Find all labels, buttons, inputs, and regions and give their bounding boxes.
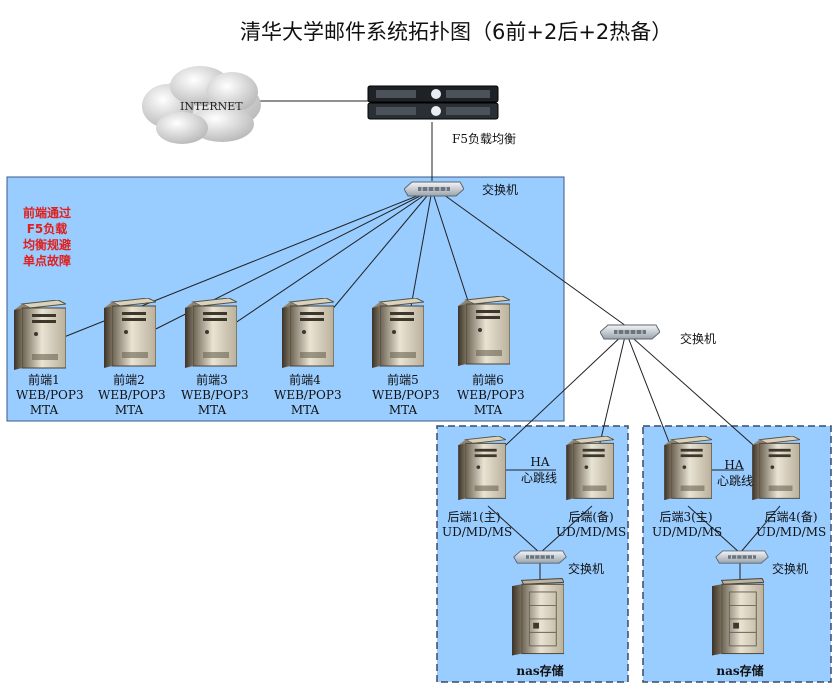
diagram-title: 清华大学邮件系统拓扑图（6前+2后+2热备） xyxy=(240,20,673,44)
backend-label-3-primary: 后端3(主)UD/MD/MS xyxy=(652,510,723,539)
nas-storage-2 xyxy=(712,578,764,656)
nas-storage-1 xyxy=(512,578,564,656)
f5-load-balancer xyxy=(367,85,499,120)
redundancy-note: 前端通过 F5负载 均衡规避 单点故障 xyxy=(12,205,82,269)
heartbeat-label: 心跳线 xyxy=(716,474,753,488)
ha-label: HA xyxy=(724,458,744,472)
backend-label-4-standby: 后端4(备)UD/MD/MS xyxy=(756,510,827,539)
storage-switch-label-1: 交换机 xyxy=(568,562,605,576)
frontend-server-4 xyxy=(282,298,334,369)
backend-server-1-primary xyxy=(458,436,506,501)
note-line: 均衡规避 xyxy=(22,238,71,252)
nas-label-2: nas存储 xyxy=(716,664,764,678)
backend-label-1-primary: 后端1(主)UD/MD/MS xyxy=(442,510,513,539)
backend-server-4-standby xyxy=(752,436,800,501)
frontend-server-6 xyxy=(458,296,510,367)
storage-switch-1 xyxy=(513,550,567,564)
storage-switch-label-2: 交换机 xyxy=(772,562,809,576)
note-line: 前端通过 xyxy=(22,206,71,220)
storage-switch-2 xyxy=(715,550,769,564)
note-line: F5负载 xyxy=(26,222,68,236)
internet-label: INTERNET xyxy=(180,100,243,113)
ha-label: HA xyxy=(530,455,550,469)
heartbeat-label: 心跳线 xyxy=(520,471,557,485)
note-line: 单点故障 xyxy=(22,254,71,268)
frontend-server-2 xyxy=(104,298,156,369)
internet-cloud xyxy=(142,66,261,144)
f5-label: F5负载均衡 xyxy=(452,132,516,146)
nas-label-1: nas存储 xyxy=(516,664,564,678)
backend-label-1-standby: 后端(备)UD/MD/MS xyxy=(556,510,627,539)
backend-switch xyxy=(600,324,660,340)
core-switch xyxy=(404,181,464,197)
frontend-server-5 xyxy=(372,298,424,369)
frontend-server-1 xyxy=(14,300,66,371)
backend-server-3-primary xyxy=(664,436,712,501)
backend-server-1-standby xyxy=(566,436,614,501)
frontend-server-3 xyxy=(185,298,237,369)
backend-switch-label: 交换机 xyxy=(680,332,717,346)
core-switch-label: 交换机 xyxy=(482,183,519,197)
